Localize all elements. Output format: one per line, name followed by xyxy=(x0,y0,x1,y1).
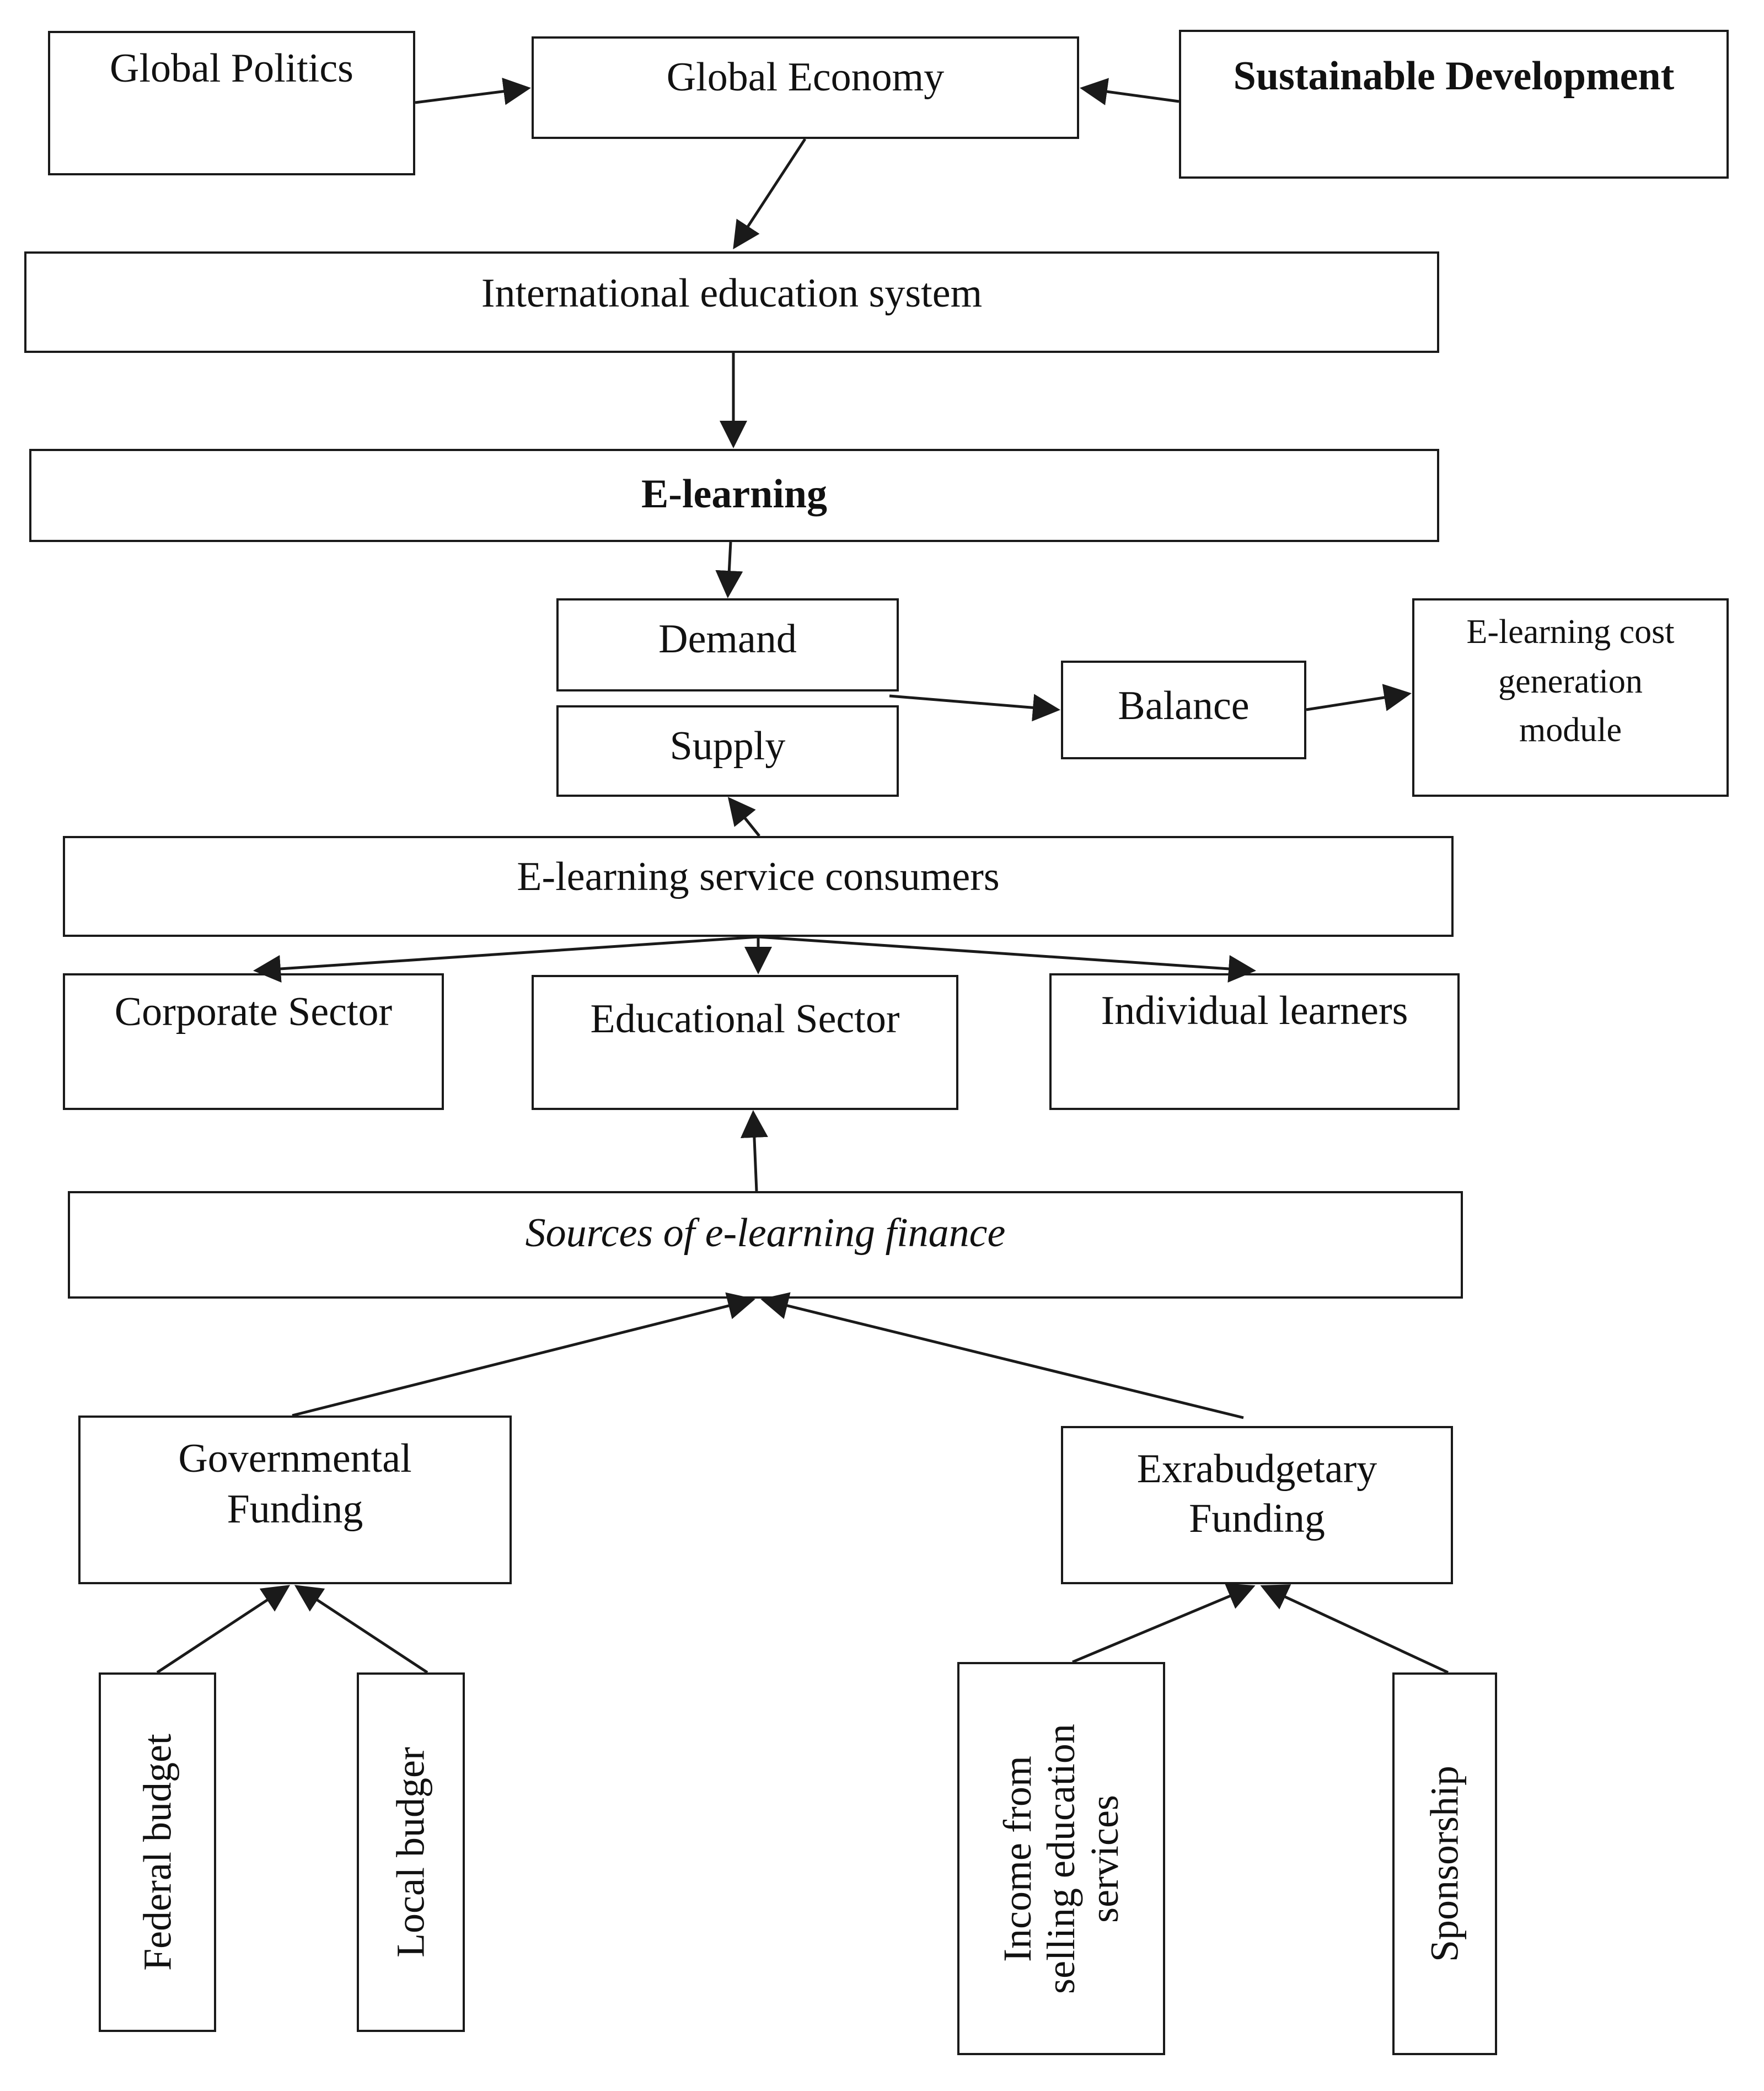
arrow-politics-to-economy xyxy=(415,77,531,105)
income-line-3: services xyxy=(1082,1794,1127,1923)
arrow-income-to-extrabudgetary xyxy=(1072,1583,1256,1664)
service-consumers-box: E-learning service consumers xyxy=(63,836,1454,937)
governmental-funding-line-1: Governmental xyxy=(178,1436,412,1481)
arrow-consumers-to-corporate xyxy=(253,935,759,983)
global-economy-box: Global Economy xyxy=(532,36,1079,139)
sources-of-finance-label: Sources of e-learning finance xyxy=(525,1210,1006,1256)
arrow-economy-to-education xyxy=(733,138,807,250)
arrow-sponsorship-to-extrabudgetary xyxy=(1260,1584,1449,1674)
arrow-governmental-to-finance xyxy=(292,1292,755,1417)
service-consumers-label: E-learning service consumers xyxy=(517,854,1000,899)
cost-generation-module-box: E-learning cost generation module xyxy=(1412,598,1729,797)
demand-label: Demand xyxy=(658,616,797,662)
governmental-funding-line-2: Funding xyxy=(227,1487,363,1532)
corporate-sector-label: Corporate Sector xyxy=(114,989,393,1034)
local-budget-box: Local budger xyxy=(357,1672,465,2032)
supply-label: Supply xyxy=(669,723,786,769)
governmental-funding-box: Governmental Funding xyxy=(78,1416,512,1584)
arrow-consumers-to-individual xyxy=(758,935,1256,983)
individual-learners-box: Individual learners xyxy=(1049,973,1460,1110)
global-politics-label: Global Politics xyxy=(110,46,353,91)
cost-module-line-3: module xyxy=(1519,711,1622,749)
arrow-consumers-to-supply xyxy=(727,797,760,837)
corporate-sector-box: Corporate Sector xyxy=(63,973,444,1110)
cost-module-line-2: generation xyxy=(1498,663,1643,700)
educational-sector-label: Educational Sector xyxy=(590,996,900,1042)
arrow-balance-to-cost-module xyxy=(1306,684,1412,711)
balance-label: Balance xyxy=(1118,683,1250,728)
sustainable-development-box: Sustainable Development xyxy=(1179,30,1729,179)
arrow-elearning-to-demand xyxy=(715,541,743,598)
international-education-system-label: International education system xyxy=(481,271,983,316)
income-from-selling-label: Income from selling education services xyxy=(995,1723,1127,1994)
demand-box: Demand xyxy=(556,598,899,691)
cost-module-line-1: E-learning cost xyxy=(1466,613,1675,651)
e-learning-label: E-learning xyxy=(641,471,828,517)
arrow-federal-to-governmental xyxy=(156,1585,291,1674)
educational-sector-box: Educational Sector xyxy=(532,975,958,1110)
arrow-demand-to-balance xyxy=(889,694,1060,722)
sustainable-development-label: Sustainable Development xyxy=(1233,53,1675,99)
income-from-selling-box: Income from selling education services xyxy=(957,1662,1165,2055)
extrabudgetary-funding-line-2: Funding xyxy=(1189,1496,1325,1541)
sponsorship-box: Sponsorship xyxy=(1392,1672,1497,2055)
global-politics-box: Global Politics xyxy=(48,31,415,175)
local-budget-label: Local budger xyxy=(388,1747,433,1958)
supply-box: Supply xyxy=(556,705,899,797)
extrabudgetary-funding-box: Exrabudgetary Funding xyxy=(1061,1426,1453,1584)
federal-budget-box: Federal budget xyxy=(99,1672,216,2032)
arrow-extrabudgetary-to-finance xyxy=(760,1292,1244,1419)
income-line-1: Income from xyxy=(995,1755,1039,1962)
arrow-sustainable-to-economy xyxy=(1080,78,1179,105)
international-education-system-box: International education system xyxy=(24,251,1439,353)
balance-box: Balance xyxy=(1061,661,1306,759)
global-economy-label: Global Economy xyxy=(666,55,945,100)
income-line-2: selling education xyxy=(1038,1723,1083,1994)
sponsorship-label: Sponsorship xyxy=(1422,1765,1467,1963)
e-learning-box: E-learning xyxy=(29,449,1439,542)
arrow-finance-to-educational xyxy=(740,1110,768,1192)
arrow-local-to-governmental xyxy=(294,1585,428,1674)
federal-budget-label: Federal budget xyxy=(135,1734,179,1971)
sources-of-finance-box: Sources of e-learning finance xyxy=(68,1191,1463,1299)
individual-learners-label: Individual learners xyxy=(1101,988,1408,1033)
extrabudgetary-funding-line-1: Exrabudgetary xyxy=(1136,1446,1377,1492)
